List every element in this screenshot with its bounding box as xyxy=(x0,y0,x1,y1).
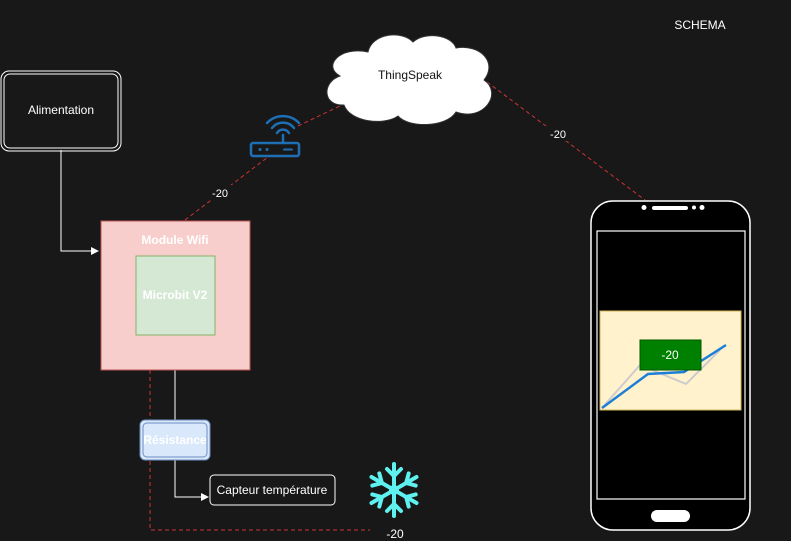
alimentation-label: Alimentation xyxy=(28,103,94,117)
sensor-label: Capteur température xyxy=(217,483,328,497)
snowflake-icon xyxy=(369,462,419,518)
edge-label-router-module: -20 xyxy=(212,188,228,200)
cloud-shape xyxy=(326,34,493,126)
page-title: SCHEMA xyxy=(674,18,725,32)
power-connector xyxy=(60,150,99,255)
resistance-sensor-connector xyxy=(174,460,209,501)
edge-label-cloud-phone: -20 xyxy=(550,129,566,141)
resistance-node[interactable]: Résistance xyxy=(139,419,211,461)
wifi-router-icon xyxy=(249,114,301,158)
edge-label-sensor-output: -20 xyxy=(386,527,404,541)
router-cloud-link xyxy=(297,104,343,127)
cloud-label: ThingSpeak xyxy=(378,68,443,82)
phone-value-label: -20 xyxy=(661,348,679,362)
sensor-node[interactable]: Capteur température xyxy=(209,474,336,506)
microbit-node[interactable]: Microbit V2 xyxy=(135,255,216,336)
module-wifi-label: Module Wifi xyxy=(141,233,208,247)
thingspeak-cloud[interactable]: ThingSpeak xyxy=(326,34,493,126)
alimentation-node[interactable]: Alimentation xyxy=(0,70,122,152)
microbit-label: Microbit V2 xyxy=(143,288,208,302)
resistance-label: Résistance xyxy=(143,433,207,447)
phone-value-display: -20 xyxy=(639,339,702,371)
